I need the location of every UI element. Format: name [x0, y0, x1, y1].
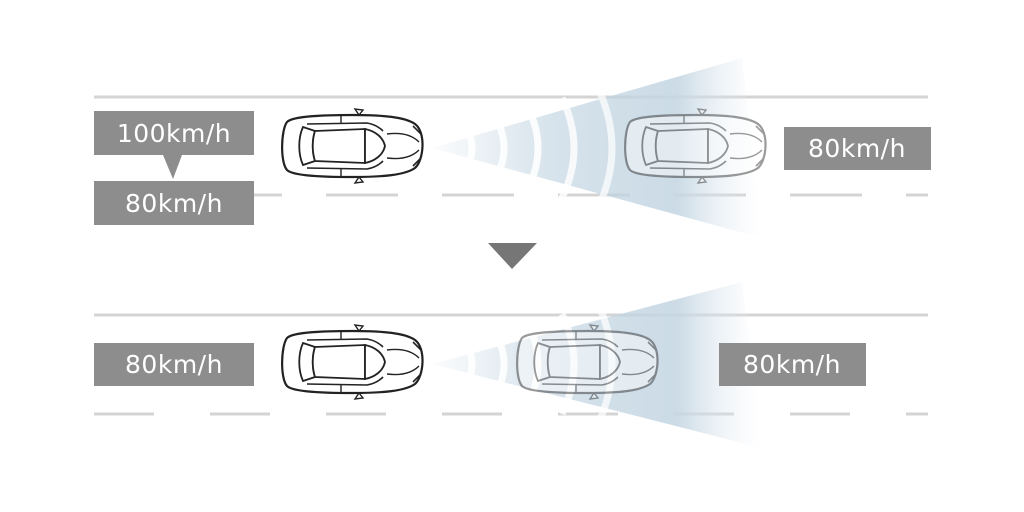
- scene-before: 100km/h 80km/h 80km/h: [94, 58, 931, 238]
- set-speed-label: 80km/h: [125, 189, 223, 218]
- radar-cone: [432, 58, 762, 238]
- lead-car: [624, 107, 767, 185]
- scene-after: 80km/h 80km/h: [94, 282, 928, 448]
- own-speed-badge: 80km/h: [94, 343, 254, 386]
- own-car: [281, 107, 424, 185]
- own-speed-badge: 100km/h: [94, 111, 254, 179]
- lead-speed-label: 80km/h: [743, 350, 841, 379]
- transition-arrow: [488, 243, 537, 269]
- lead-speed-label: 80km/h: [808, 134, 906, 163]
- lead-speed-badge: 80km/h: [719, 343, 866, 386]
- lead-car: [516, 323, 659, 401]
- set-speed-badge: 80km/h: [94, 181, 254, 225]
- own-car: [281, 323, 424, 401]
- own-speed-label: 100km/h: [117, 119, 231, 148]
- own-speed-label: 80km/h: [125, 350, 223, 379]
- lead-speed-badge: 80km/h: [784, 127, 931, 170]
